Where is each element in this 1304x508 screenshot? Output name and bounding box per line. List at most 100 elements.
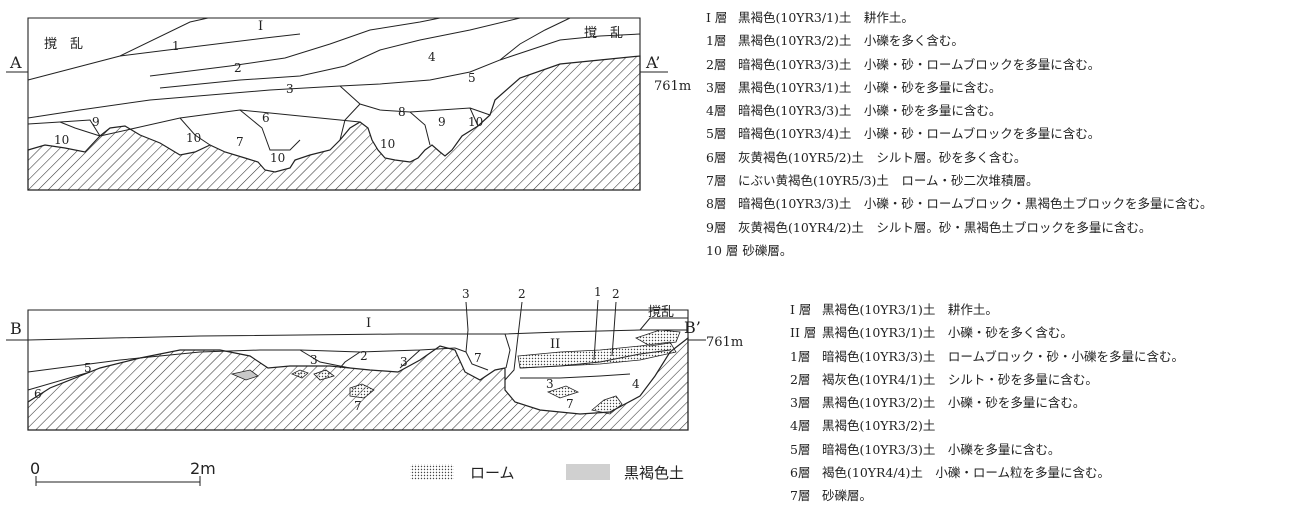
legend-code: 3層 — [790, 395, 811, 411]
section-a-layer-number: 1 — [172, 39, 180, 53]
section-b-top-number: 1 — [594, 285, 602, 299]
legend-row: 1層 暗褐色(10YR3/3)土 ロームブロック・砂・小礫を多量に含む。 — [790, 345, 1184, 368]
section-b-right-label: B’ — [684, 318, 701, 337]
section-a-layer-number: 8 — [398, 105, 406, 119]
legend-row: II 層 黒褐色(10YR3/1)土 小礫・砂を多く含む。 — [790, 321, 1184, 344]
scale-end-label: 2m — [190, 459, 216, 478]
section-a-layer-number: 6 — [262, 111, 270, 125]
section-b-layer-number: I — [366, 316, 371, 331]
legend-description: 暗褐色(10YR3/3)土 小礫を多量に含む。 — [821, 441, 1061, 457]
legend-code: 10 層 — [706, 242, 739, 258]
loam-patch — [313, 369, 335, 381]
legend-description: 黒褐色(10YR3/1)土 耕作土。 — [821, 302, 998, 317]
section-b-layer-number: 7 — [474, 351, 482, 365]
legend-description: 暗褐色(10YR3/3)土 小礫・砂・ロームブロックを多量に含む。 — [737, 56, 1101, 72]
section-a-legend: I 層 黒褐色(10YR3/1)土 耕作土。 1層 黒褐色(10YR3/2)土 … — [706, 6, 1213, 262]
legend-description: 暗褐色(10YR3/4)土 小礫・砂・ロームブロックを多量に含む。 — [737, 126, 1101, 142]
section-b-layer-number: 3 — [546, 377, 554, 391]
section-b-disturbance: 撹乱 — [648, 305, 674, 320]
section-b-inclusions — [230, 329, 681, 415]
legend-description: 暗褐色(10YR3/3)土 小礫・砂を多量に含む。 — [737, 103, 1002, 119]
section-b-layer-number: 2 — [360, 349, 368, 363]
legend-code: II 層 — [790, 325, 817, 341]
section-a-layer-number: 10 — [54, 133, 69, 147]
section-a-profile — [27, 17, 641, 191]
legend-description: 砂礫層。 — [821, 488, 872, 504]
legend-code: 6層 — [790, 465, 811, 481]
legend-code: 4層 — [706, 103, 727, 119]
legend-code: 6層 — [706, 149, 727, 165]
legend-row: 2層 暗褐色(10YR3/3)土 小礫・砂・ロームブロックを多量に含む。 — [706, 53, 1213, 76]
scale-start-label: 0 — [30, 459, 40, 478]
section-a-disturbance-left: 撹 乱 — [44, 37, 83, 52]
legend-row: 2層 褐灰色(10YR4/1)土 シルト・砂を多量に含む。 — [790, 368, 1184, 391]
legend-description: 暗褐色(10YR3/3)土 小礫・砂・ロームブロック・黒褐色土ブロックを多量に含… — [737, 196, 1213, 212]
section-a-frame — [27, 17, 641, 191]
legend-description: にぶい黄褐色(10YR5/3)土 ローム・砂二次堆積層。 — [737, 173, 1039, 189]
loam-patch — [349, 383, 375, 399]
loam-swatch — [410, 464, 454, 480]
legend-description: 黒褐色(10YR3/2)土 小礫を多く含む。 — [737, 33, 964, 49]
section-a-labels: A A’ 761m 撹 乱 撹 乱 I 1 2 3 4 5 6 8 9 10 1… — [6, 19, 691, 165]
loam-patch — [635, 329, 681, 347]
section-a-layer-number: I — [258, 19, 263, 34]
section-b-layer-number: II — [550, 337, 560, 352]
section-a-right-label: A’ — [645, 53, 660, 72]
section-b-left-label: B — [10, 319, 22, 338]
section-b-top-number: 2 — [518, 287, 526, 301]
legend-row: 8層 暗褐色(10YR3/3)土 小礫・砂・ロームブロック・黒褐色土ブロックを多… — [706, 192, 1213, 215]
dark-soil-patch — [230, 369, 259, 381]
legend-row: I 層 黒褐色(10YR3/1)土 耕作土。 — [790, 298, 1184, 321]
legend-code: 9層 — [706, 219, 727, 235]
legend-description: 黒褐色(10YR3/1)土 小礫・砂を多量に含む。 — [737, 79, 1002, 95]
legend-description: 灰黄褐色(10YR4/2)土 シルト層。砂・黒褐色土ブロックを多量に含む。 — [737, 219, 1152, 235]
section-b-layer-number: 7 — [354, 399, 362, 413]
section-a-layer-number: 9 — [92, 115, 100, 129]
legend-code: 1層 — [706, 33, 727, 49]
section-b-legend: I 層 黒褐色(10YR3/1)土 耕作土。 II 層 黒褐色(10YR3/1)… — [790, 298, 1184, 508]
legend-description: 褐色(10YR4/4)土 小礫・ローム粒を多量に含む。 — [821, 465, 1111, 481]
legend-row: 5層 暗褐色(10YR3/4)土 小礫・砂・ロームブロックを多量に含む。 — [706, 122, 1213, 145]
legend-row: 3層 黒褐色(10YR3/2)土 小礫・砂を多量に含む。 — [790, 391, 1184, 414]
section-b-layer-number: 6 — [34, 387, 42, 401]
section-a-layer-number: 3 — [286, 82, 294, 96]
section-a-bedrock-hatch — [27, 55, 641, 191]
legend-code: I 層 — [790, 302, 812, 317]
legend-code: 7層 — [706, 173, 727, 189]
legend-code: 3層 — [706, 79, 727, 95]
section-a-layer-number: 9 — [438, 115, 446, 129]
section-b-top-number: 3 — [462, 287, 470, 301]
section-b-layer-number: 3 — [310, 353, 318, 367]
legend-row: 4層 黒褐色(10YR3/2)土 — [790, 414, 1184, 437]
section-b-profile — [27, 299, 689, 431]
legend-code: 1層 — [790, 348, 811, 364]
section-b-layer-number: 5 — [84, 361, 92, 375]
legend-code: 5層 — [790, 441, 811, 457]
section-a-left-label: A — [9, 53, 22, 72]
legend-row: 6層 灰黄褐色(10YR5/2)土 シルト層。砂を多く含む。 — [706, 146, 1213, 169]
legend-row: 7層 にぶい黄褐色(10YR5/3)土 ローム・砂二次堆積層。 — [706, 169, 1213, 192]
legend-row: 4層 暗褐色(10YR3/3)土 小礫・砂を多量に含む。 — [706, 99, 1213, 122]
section-a-layer-number: 10 — [468, 115, 483, 129]
section-a-layer-number: 10 — [186, 131, 201, 145]
legend-description: 暗褐色(10YR3/3)土 ロームブロック・砂・小礫を多量に含む。 — [821, 348, 1185, 364]
legend-row: 9層 灰黄褐色(10YR4/2)土 シルト層。砂・黒褐色土ブロックを多量に含む。 — [706, 216, 1213, 239]
legend-row: 1層 黒褐色(10YR3/2)土 小礫を多く含む。 — [706, 29, 1213, 52]
section-a-layer-number: 5 — [468, 71, 476, 85]
section-b-top-number: 2 — [612, 287, 620, 301]
legend-description: 灰黄褐色(10YR5/2)土 シルト層。砂を多く含む。 — [737, 149, 1027, 165]
legend-row: 3層 黒褐色(10YR3/1)土 小礫・砂を多量に含む。 — [706, 76, 1213, 99]
section-b-elevation: 761m — [706, 335, 743, 350]
dark-soil-swatch — [566, 464, 610, 480]
section-a-layer-number: 4 — [428, 50, 436, 64]
section-b-labels: B B’ 761m 撹乱 3 2 1 2 I II 5 6 3 2 3 7 3 … — [6, 285, 743, 413]
loam-patch — [546, 385, 580, 399]
legend-code: 8層 — [706, 196, 727, 212]
legend-code: 2層 — [706, 56, 727, 72]
loam-patch — [591, 395, 623, 415]
legend-row: 6層 褐色(10YR4/4)土 小礫・ローム粒を多量に含む。 — [790, 461, 1184, 484]
legend-description: 砂礫層。 — [742, 242, 793, 258]
section-b-layer-number: 3 — [400, 355, 408, 369]
section-b-layer-number: 4 — [632, 377, 640, 391]
legend-code: 5層 — [706, 126, 727, 142]
